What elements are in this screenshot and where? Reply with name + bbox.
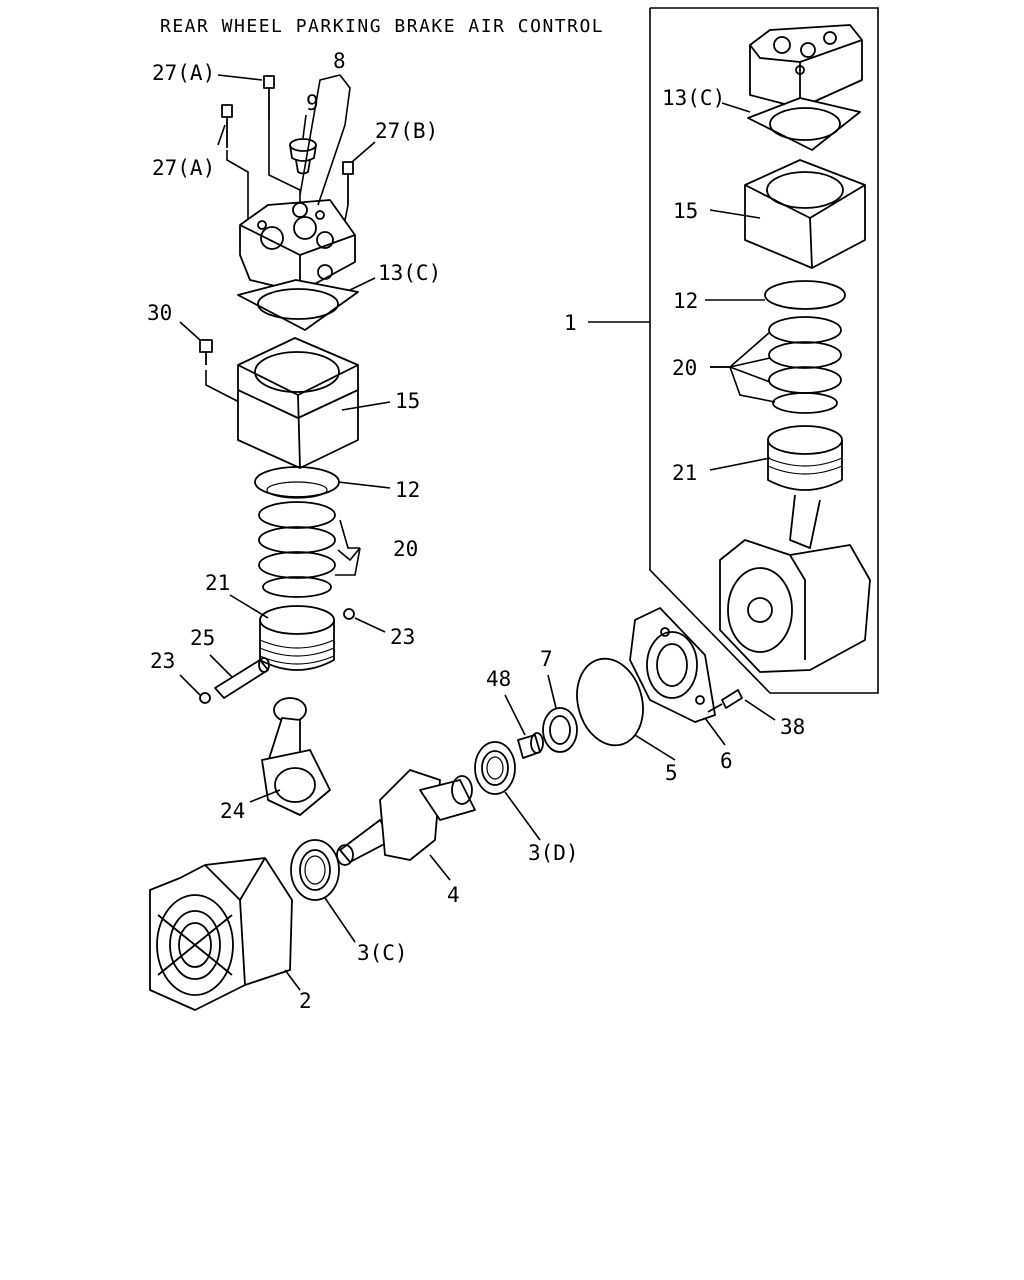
callout-27a-top: 27(A) bbox=[152, 61, 215, 85]
snap-ring-23-left bbox=[199, 692, 211, 704]
snap-ring-23-right bbox=[343, 608, 355, 620]
callout-24: 24 bbox=[220, 799, 245, 823]
callout-box-21: 21 bbox=[672, 461, 697, 485]
callout-21: 21 bbox=[205, 571, 230, 595]
callout-25: 25 bbox=[190, 626, 215, 650]
gasket-13c bbox=[237, 279, 359, 331]
diagram-title: REAR WHEEL PARKING BRAKE AIR CONTROL bbox=[160, 16, 604, 37]
callout-7: 7 bbox=[540, 647, 553, 671]
piston-pin-25 bbox=[214, 657, 270, 699]
callout-box-15: 15 bbox=[673, 199, 698, 223]
box-cylinder bbox=[744, 159, 866, 269]
callout-23-left: 23 bbox=[150, 649, 175, 673]
box-crankcase bbox=[719, 539, 871, 673]
callout-4: 4 bbox=[447, 883, 460, 907]
callout-3c: 3(C) bbox=[357, 941, 408, 965]
crankcase-2 bbox=[149, 857, 293, 1011]
plug-9 bbox=[289, 138, 317, 175]
callout-2: 2 bbox=[299, 989, 312, 1013]
bearing-3d bbox=[474, 741, 516, 795]
callout-9: 9 bbox=[306, 91, 319, 115]
callout-3d: 3(D) bbox=[528, 841, 579, 865]
box-gasket bbox=[747, 97, 861, 151]
bushing-48 bbox=[517, 732, 544, 759]
assembly-box bbox=[649, 7, 879, 694]
o-ring-5 bbox=[576, 657, 644, 747]
bearing-3c bbox=[290, 839, 340, 901]
callout-box-12: 12 bbox=[673, 289, 698, 313]
box-piston bbox=[767, 425, 843, 549]
callout-12: 12 bbox=[395, 478, 420, 502]
bearing-7 bbox=[542, 707, 578, 753]
callout-box-13c: 13(C) bbox=[662, 86, 725, 110]
callout-48: 48 bbox=[486, 667, 511, 691]
connecting-rod-24 bbox=[261, 697, 331, 816]
cylinder-head bbox=[239, 199, 356, 293]
callout-15: 15 bbox=[395, 389, 420, 413]
callout-6: 6 bbox=[720, 749, 733, 773]
box-o-ring bbox=[764, 280, 846, 310]
piston-21 bbox=[259, 605, 335, 671]
callout-13c: 13(C) bbox=[378, 261, 441, 285]
bolt-38 bbox=[707, 689, 743, 713]
callout-8: 8 bbox=[333, 49, 346, 73]
callout-20: 20 bbox=[393, 537, 418, 561]
callout-1: 1 bbox=[564, 311, 577, 335]
bolt-27b bbox=[342, 161, 354, 205]
callout-23-right: 23 bbox=[390, 625, 415, 649]
callout-5: 5 bbox=[665, 761, 678, 785]
callout-27a-left: 27(A) bbox=[152, 156, 215, 180]
box-piston-rings bbox=[768, 316, 842, 414]
callout-30: 30 bbox=[147, 301, 172, 325]
bolt-27a-left bbox=[221, 104, 233, 148]
callout-27b: 27(B) bbox=[375, 119, 438, 143]
box-cylinder-head bbox=[749, 24, 863, 109]
bolt-27a-top bbox=[263, 75, 275, 120]
crankshaft-4 bbox=[336, 769, 476, 866]
callout-box-20: 20 bbox=[672, 356, 697, 380]
cylinder-15 bbox=[237, 337, 359, 469]
bolt-30 bbox=[199, 339, 213, 365]
piston-rings-20 bbox=[258, 501, 336, 598]
callout-38: 38 bbox=[780, 715, 805, 739]
